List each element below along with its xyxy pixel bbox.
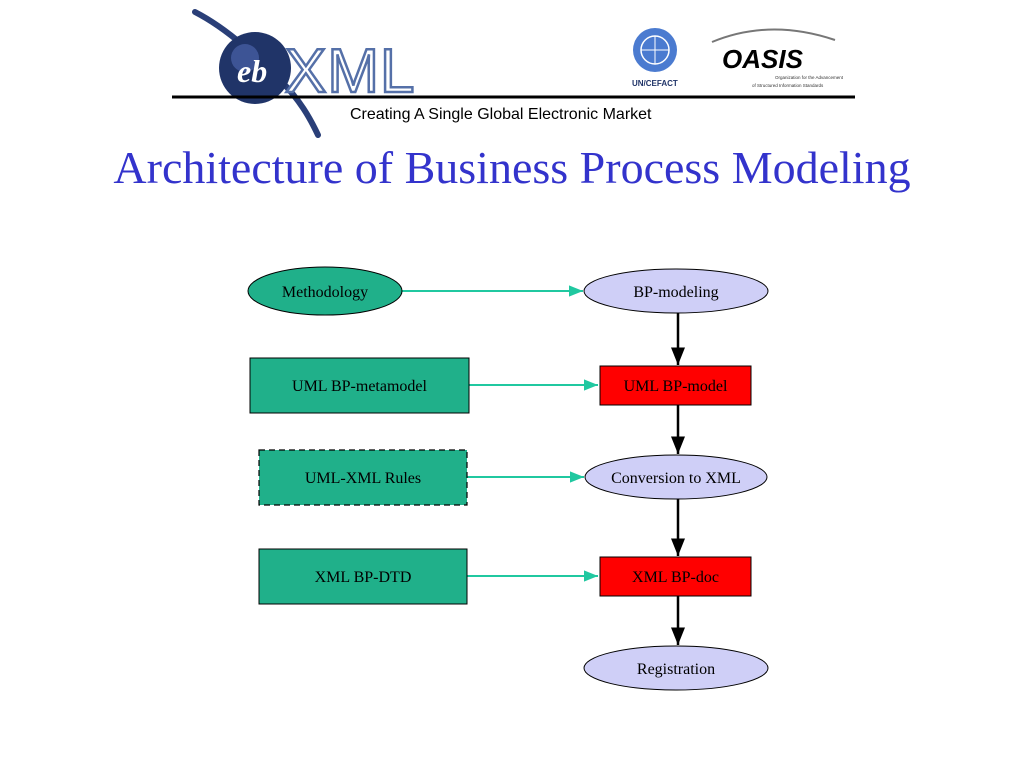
node-methodology: Methodology xyxy=(247,266,403,316)
svg-text:XML BP-DTD: XML BP-DTD xyxy=(315,569,412,586)
oasis-arc xyxy=(711,28,836,43)
partner-oasis: OASIS xyxy=(722,44,804,74)
node-uml-bp-model: UML BP-model xyxy=(599,365,752,406)
header-tagline: Creating A Single Global Electronic Mark… xyxy=(350,106,652,123)
node-uml-bp-metamodel: UML BP-metamodel xyxy=(249,357,470,414)
un-emblem-icon xyxy=(633,28,677,72)
svg-text:UML BP-metamodel: UML BP-metamodel xyxy=(292,378,428,395)
svg-text:BP-modeling: BP-modeling xyxy=(633,284,718,301)
node-xml-bp-doc: XML BP-doc xyxy=(599,556,752,597)
slide-title: Architecture of Business Process Modelin… xyxy=(113,142,911,193)
partner-uncefact: UN/CEFACT xyxy=(632,79,678,88)
svg-text:Conversion to XML: Conversion to XML xyxy=(611,470,741,487)
oasis-subtitle-1: Organization for the Advancement xyxy=(775,75,844,80)
logo-main: XML xyxy=(285,37,415,106)
node-uml-xml-rules: UML-XML Rules xyxy=(258,449,468,506)
header-banner: eb XML Creating A Single Global Electron… xyxy=(172,9,855,138)
svg-text:Registration: Registration xyxy=(637,661,715,678)
svg-text:XML BP-doc: XML BP-doc xyxy=(632,569,719,586)
node-bp-modeling: BP-modeling xyxy=(583,268,769,314)
node-registration: Registration xyxy=(583,645,769,691)
logo-prefix: eb xyxy=(237,53,267,89)
svg-text:UML BP-model: UML BP-model xyxy=(624,378,728,395)
oasis-subtitle-2: of Structured Information Standards xyxy=(752,83,824,88)
node-xml-bp-dtd: XML BP-DTD xyxy=(258,548,468,605)
svg-text:UML-XML Rules: UML-XML Rules xyxy=(305,470,421,487)
svg-text:Methodology: Methodology xyxy=(282,284,368,301)
node-conversion-to-xml: Conversion to XML xyxy=(584,454,768,500)
